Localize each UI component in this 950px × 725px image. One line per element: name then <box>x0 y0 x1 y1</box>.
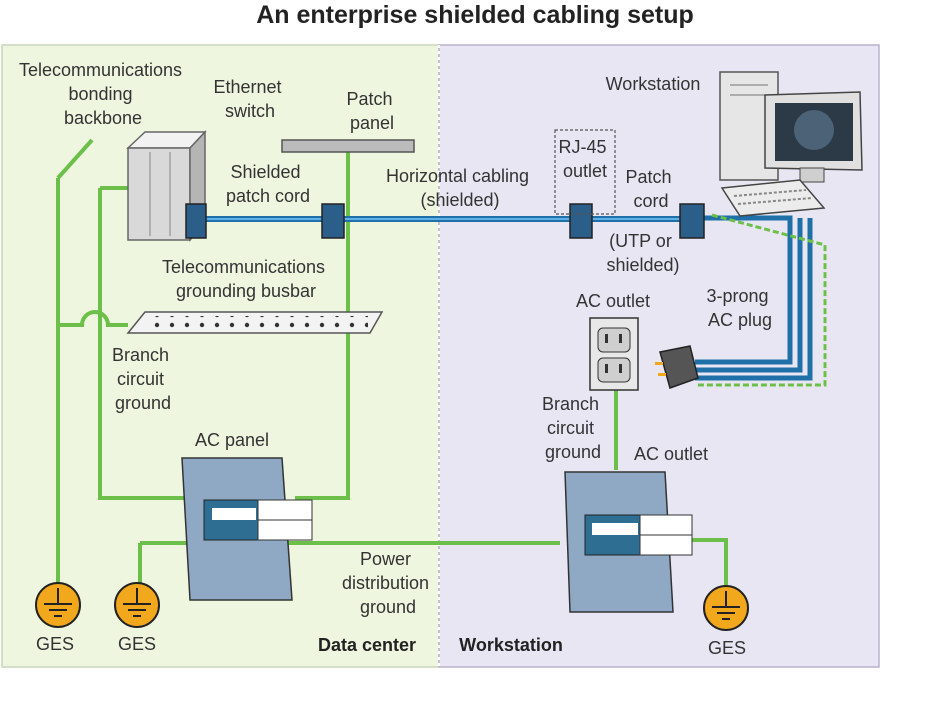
branch-ground-left-line-2: circuit <box>117 369 164 389</box>
horizontal-cabling-line-2: (shielded) <box>420 190 499 210</box>
data-center-zone-label: Data center <box>318 635 416 655</box>
ges-label-1: GES <box>36 634 74 654</box>
workstation-zone-label: Workstation <box>459 635 563 655</box>
utp-shielded-label: (UTP or shielded) <box>606 231 679 275</box>
ac-panel <box>181 457 313 601</box>
power-distribution-ground-line-3: ground <box>360 597 416 617</box>
grounding-busbar-line-1: Telecommunications <box>162 257 325 277</box>
grounding-busbar-label: Telecommunications grounding busbar <box>162 257 330 301</box>
ac-outlet-bottom-label: AC outlet <box>634 444 708 464</box>
three-prong-plug-line-1: 3-prong <box>706 286 768 306</box>
branch-ground-right-line-1: Branch <box>542 394 599 414</box>
rj45-outlet-box <box>554 129 616 215</box>
ac-panel-right <box>564 471 693 613</box>
ac-panel-label: AC panel <box>195 430 269 450</box>
telecom-backbone-label: Telecommunications bonding backbone <box>19 60 187 128</box>
branch-ground-right-line-2: circuit <box>547 418 594 438</box>
ges-symbol-3 <box>703 585 749 631</box>
ethernet-switch-line-1: Ethernet <box>213 77 281 97</box>
ac-outlet-device <box>589 317 639 391</box>
ethernet-switch-label: Ethernet switch <box>213 77 286 121</box>
patch-cord-right-label: Patch cord <box>625 167 676 211</box>
ges-label-2: GES <box>118 634 156 654</box>
patch-cord-right-line-2: cord <box>633 191 668 211</box>
ges-symbol-2 <box>114 582 160 628</box>
ethernet-switch-line-2: switch <box>225 101 275 121</box>
branch-ground-right-label: Branch circuit ground <box>542 394 604 462</box>
shielded-patch-cord-line-2: patch cord <box>226 186 310 206</box>
horizontal-cabling-label: Horizontal cabling (shielded) <box>386 166 534 210</box>
shielded-patch-cord-line-1: Shielded <box>230 162 300 182</box>
branch-ground-left-line-3: ground <box>115 393 171 413</box>
workstation-computer-icon <box>719 71 863 217</box>
utp-shielded-line-2: shielded) <box>606 255 679 275</box>
diagram-title: An enterprise shielded cabling setup <box>256 1 694 29</box>
ges-label-3: GES <box>708 638 746 658</box>
branch-ground-left-line-1: Branch <box>112 345 169 365</box>
ground-wires <box>56 138 728 592</box>
utp-shielded-line-1: (UTP or <box>609 231 672 251</box>
connectors <box>185 203 705 239</box>
grounding-busbar-line-2: grounding busbar <box>176 281 316 301</box>
three-prong-plug-label: 3-prong AC plug <box>706 286 773 330</box>
patch-panel <box>281 139 415 153</box>
telecom-backbone-line-3: backbone <box>64 108 142 128</box>
power-distribution-ground-label: Power distribution ground <box>342 549 434 617</box>
shielded-patch-cord-label: Shielded patch cord <box>226 162 310 206</box>
grounding-busbar <box>126 311 384 334</box>
patch-panel-line-2: panel <box>350 113 394 133</box>
telecom-backbone-line-1: Telecommunications <box>19 60 182 80</box>
workstation-label: Workstation <box>606 74 701 94</box>
rj45-outlet-label: RJ-45 outlet <box>558 137 611 181</box>
power-distribution-ground-line-2: distribution <box>342 573 429 593</box>
power-distribution-ground-line-1: Power <box>360 549 411 569</box>
ac-outlet-top-label: AC outlet <box>576 291 650 311</box>
horizontal-cabling-line-1: Horizontal cabling <box>386 166 529 186</box>
patch-panel-label: Patch panel <box>346 89 397 133</box>
telecom-backbone-line-2: bonding <box>68 84 132 104</box>
patch-cord-right-line-1: Patch <box>625 167 671 187</box>
patch-panel-line-1: Patch <box>346 89 392 109</box>
branch-ground-right-line-3: ground <box>545 442 601 462</box>
three-prong-plug-line-2: AC plug <box>708 310 772 330</box>
branch-ground-left-label: Branch circuit ground <box>112 345 174 413</box>
rj45-outlet-line-1: RJ-45 <box>558 137 606 157</box>
data-cables <box>205 213 827 387</box>
ges-symbol-1 <box>35 582 81 628</box>
rj45-outlet-line-2: outlet <box>563 161 607 181</box>
three-prong-plug-device <box>655 345 699 389</box>
ethernet-switch <box>126 130 207 242</box>
